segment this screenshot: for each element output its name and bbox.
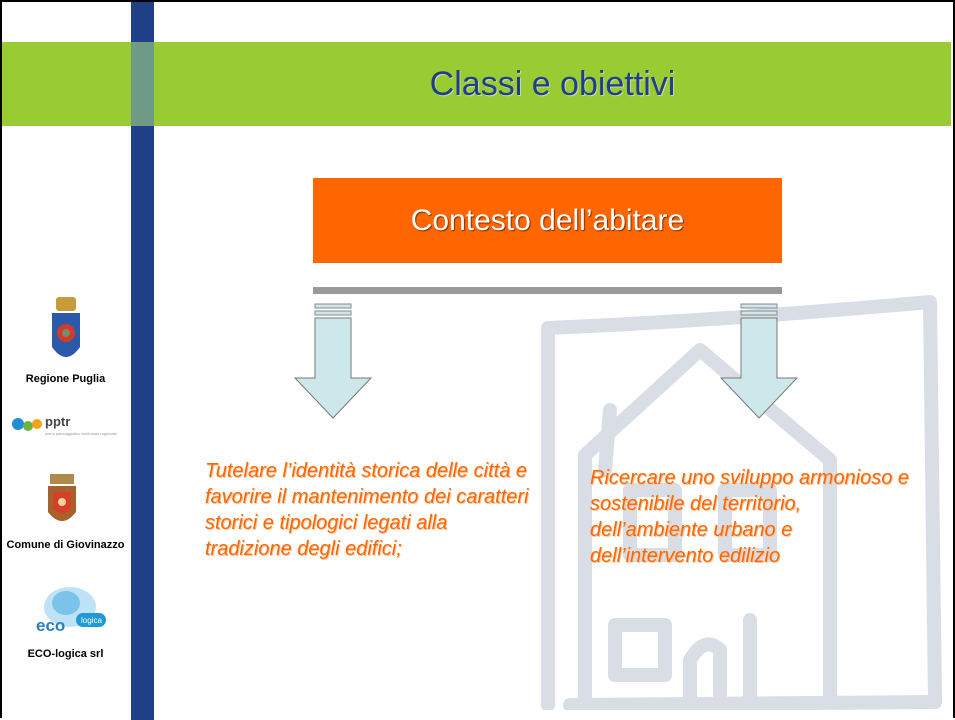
left-stripe	[131, 2, 154, 720]
context-box: Contesto dell’abitare	[313, 178, 782, 263]
objective-right-text: Ricercare uno sviluppo armonioso e soste…	[590, 467, 910, 567]
title-bar	[2, 42, 951, 126]
slide-title: Classi e obiettivi	[429, 64, 676, 103]
comune-giovinazzo-crest-icon	[48, 474, 76, 521]
regione-puglia-label: Regione Puglia	[25, 373, 106, 385]
pptr-logo-text: pptr	[45, 414, 71, 429]
comune-giovinazzo-label: Comune di Giovinazzo	[6, 539, 125, 551]
pptr-logo-icon	[12, 418, 42, 431]
connector-line	[313, 287, 782, 294]
pptr-logo-subtext: piano paesaggistico territoriale regiona…	[45, 431, 117, 436]
eco-logo-mark: eco	[36, 616, 65, 635]
eco-logica-label: ECO-logica srl	[27, 648, 104, 660]
down-arrow-left-icon	[293, 303, 373, 419]
regione-puglia-crest-icon	[52, 297, 80, 357]
eco-logica-logo-icon: eco logica	[36, 587, 106, 635]
context-box-label: Contesto dell’abitare	[410, 203, 685, 237]
stripe-overlay	[131, 42, 154, 126]
objective-left-text: Tutelare l’identità storica delle città …	[205, 460, 529, 560]
down-arrow-right-icon	[719, 303, 799, 419]
house-sketch-image	[541, 295, 942, 710]
eco-logo-badge: logica	[81, 616, 102, 625]
